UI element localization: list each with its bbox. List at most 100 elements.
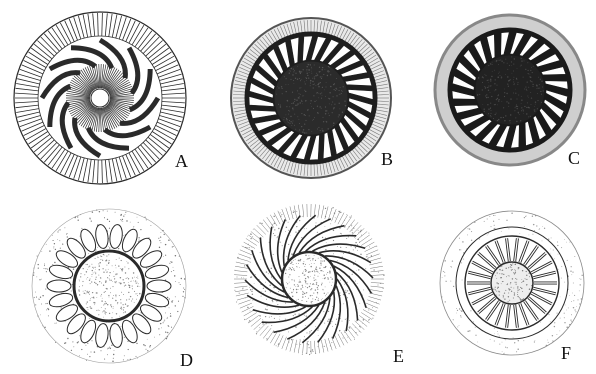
stipple-dot xyxy=(295,129,296,130)
stipple-dot xyxy=(521,288,522,289)
stipple-dot xyxy=(503,274,504,275)
stipple-dot xyxy=(354,339,355,340)
stipple-dot xyxy=(504,92,505,93)
stipple-dot xyxy=(499,72,500,73)
stipple-dot xyxy=(351,215,352,216)
stipple-dot xyxy=(54,243,55,244)
loop-lamella xyxy=(47,280,71,292)
stipple-dot xyxy=(344,284,345,285)
stipple-dot xyxy=(105,260,106,261)
stipple-dot xyxy=(116,259,117,260)
stipple-dot xyxy=(94,351,95,352)
stipple-dot xyxy=(317,318,318,319)
stipple-dot xyxy=(120,215,121,216)
stipple-dot xyxy=(573,283,574,284)
stipple-dot xyxy=(516,104,517,105)
stipple-dot xyxy=(316,284,317,285)
stipple-dot xyxy=(317,287,318,288)
stipple-dot xyxy=(293,68,294,69)
stipple-dot xyxy=(490,103,491,104)
stipple-dot xyxy=(547,340,548,341)
stipple-dot xyxy=(266,299,267,300)
stipple-dot xyxy=(560,318,561,319)
radial-line xyxy=(357,318,367,326)
stipple-dot xyxy=(120,308,121,309)
stipple-dot xyxy=(300,288,301,289)
radial-line xyxy=(93,13,95,36)
stipple-dot xyxy=(492,62,493,63)
stipple-dot xyxy=(548,342,549,343)
stipple-dot xyxy=(329,272,330,273)
stipple-dot xyxy=(509,120,510,121)
stipple-dot xyxy=(273,287,274,288)
stipple-dot xyxy=(301,71,302,72)
stipple-dot xyxy=(329,71,330,72)
stipple-dot xyxy=(111,317,112,318)
stipple-dot xyxy=(443,271,444,272)
stipple-dot xyxy=(333,207,334,208)
stipple-dot xyxy=(340,318,341,319)
stipple-dot xyxy=(526,89,527,90)
stipple-dot xyxy=(164,320,165,321)
stipple-dot xyxy=(575,311,576,312)
stipple-dot xyxy=(293,212,294,213)
stipple-dot xyxy=(90,300,91,301)
stipple-dot xyxy=(286,84,287,85)
stipple-dot xyxy=(119,316,120,317)
stipple-dot xyxy=(494,328,495,329)
stipple-dot xyxy=(94,304,95,305)
stipple-dot xyxy=(322,67,323,68)
stipple-dot xyxy=(87,301,88,302)
radial-line xyxy=(236,293,249,296)
stipple-dot xyxy=(146,219,147,220)
stipple-dot xyxy=(284,117,285,118)
stipple-dot xyxy=(71,350,72,351)
stipple-dot xyxy=(110,288,111,289)
stipple-dot xyxy=(170,315,171,316)
stipple-dot xyxy=(88,309,89,310)
radial-line xyxy=(350,326,359,336)
stipple-dot xyxy=(273,278,274,279)
stipple-dot xyxy=(287,283,288,284)
stipple-dot xyxy=(565,305,566,306)
stipple-dot xyxy=(383,288,384,289)
radial-line xyxy=(22,122,43,131)
stipple-dot xyxy=(318,276,319,277)
stipple-dot xyxy=(512,73,513,74)
stipple-dot xyxy=(299,96,300,97)
radial-line xyxy=(126,21,136,42)
stipple-dot xyxy=(530,70,531,71)
stipple-dot xyxy=(304,123,305,124)
stipple-dot xyxy=(108,269,109,270)
stipple-dot xyxy=(305,278,306,279)
stipple-dot xyxy=(123,312,124,313)
stipple-dot xyxy=(296,300,297,301)
stipple-dot xyxy=(512,263,513,264)
stipple-dot xyxy=(109,260,110,261)
stipple-dot xyxy=(323,274,324,275)
stipple-dot xyxy=(492,64,493,65)
stipple-dot xyxy=(299,72,300,73)
stipple-dot xyxy=(315,268,316,269)
stipple-dot xyxy=(497,120,498,121)
radial-line xyxy=(126,154,136,175)
stipple-dot xyxy=(534,341,535,342)
stipple-dot xyxy=(282,93,283,94)
stipple-dot xyxy=(125,214,126,215)
stipple-dot xyxy=(488,82,489,83)
stipple-dot xyxy=(178,301,179,302)
stipple-dot xyxy=(130,222,131,223)
radial-line xyxy=(235,271,248,272)
stipple-dot xyxy=(501,76,502,77)
radial-line xyxy=(278,335,283,347)
stipple-dot xyxy=(312,120,313,121)
stipple-dot xyxy=(87,291,88,292)
stipple-dot xyxy=(355,280,356,281)
stipple-dot xyxy=(552,340,553,341)
stipple-dot xyxy=(109,297,110,298)
stipple-dot xyxy=(556,334,557,335)
stipple-dot xyxy=(293,109,294,110)
stipple-dot xyxy=(307,66,308,67)
stipple-dot xyxy=(289,267,290,268)
stipple-dot xyxy=(102,311,103,312)
